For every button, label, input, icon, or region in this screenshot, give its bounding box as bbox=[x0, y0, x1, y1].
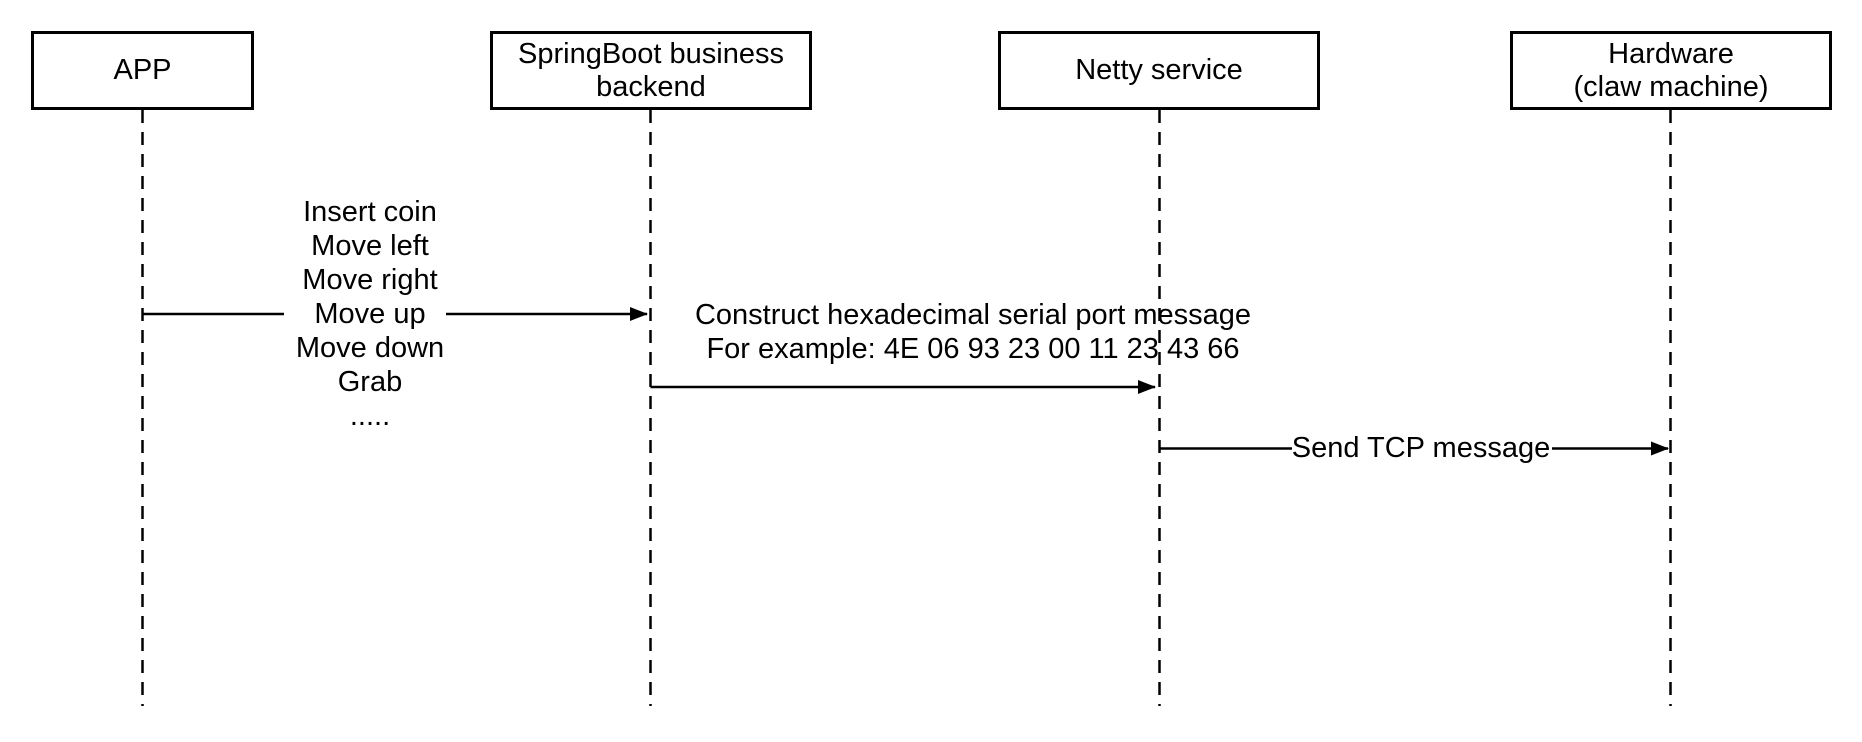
actor-box-netty: Netty service bbox=[998, 31, 1320, 110]
actor-label-app: APP bbox=[113, 54, 172, 86]
message-1-label: Insert coin Move left Move right Move up… bbox=[295, 196, 445, 432]
actor-label-springboot: SpringBoot business backend bbox=[518, 37, 784, 103]
message-3-label: Send TCP message bbox=[1291, 432, 1551, 464]
actor-label-hardware: Hardware (claw machine) bbox=[1573, 37, 1769, 103]
actor-box-hardware: Hardware (claw machine) bbox=[1510, 31, 1832, 110]
actor-box-app: APP bbox=[31, 31, 254, 110]
actor-label-netty: Netty service bbox=[1075, 54, 1243, 86]
message-2-label: Construct hexadecimal serial port messag… bbox=[694, 299, 1252, 365]
actor-box-springboot: SpringBoot business backend bbox=[490, 31, 812, 110]
